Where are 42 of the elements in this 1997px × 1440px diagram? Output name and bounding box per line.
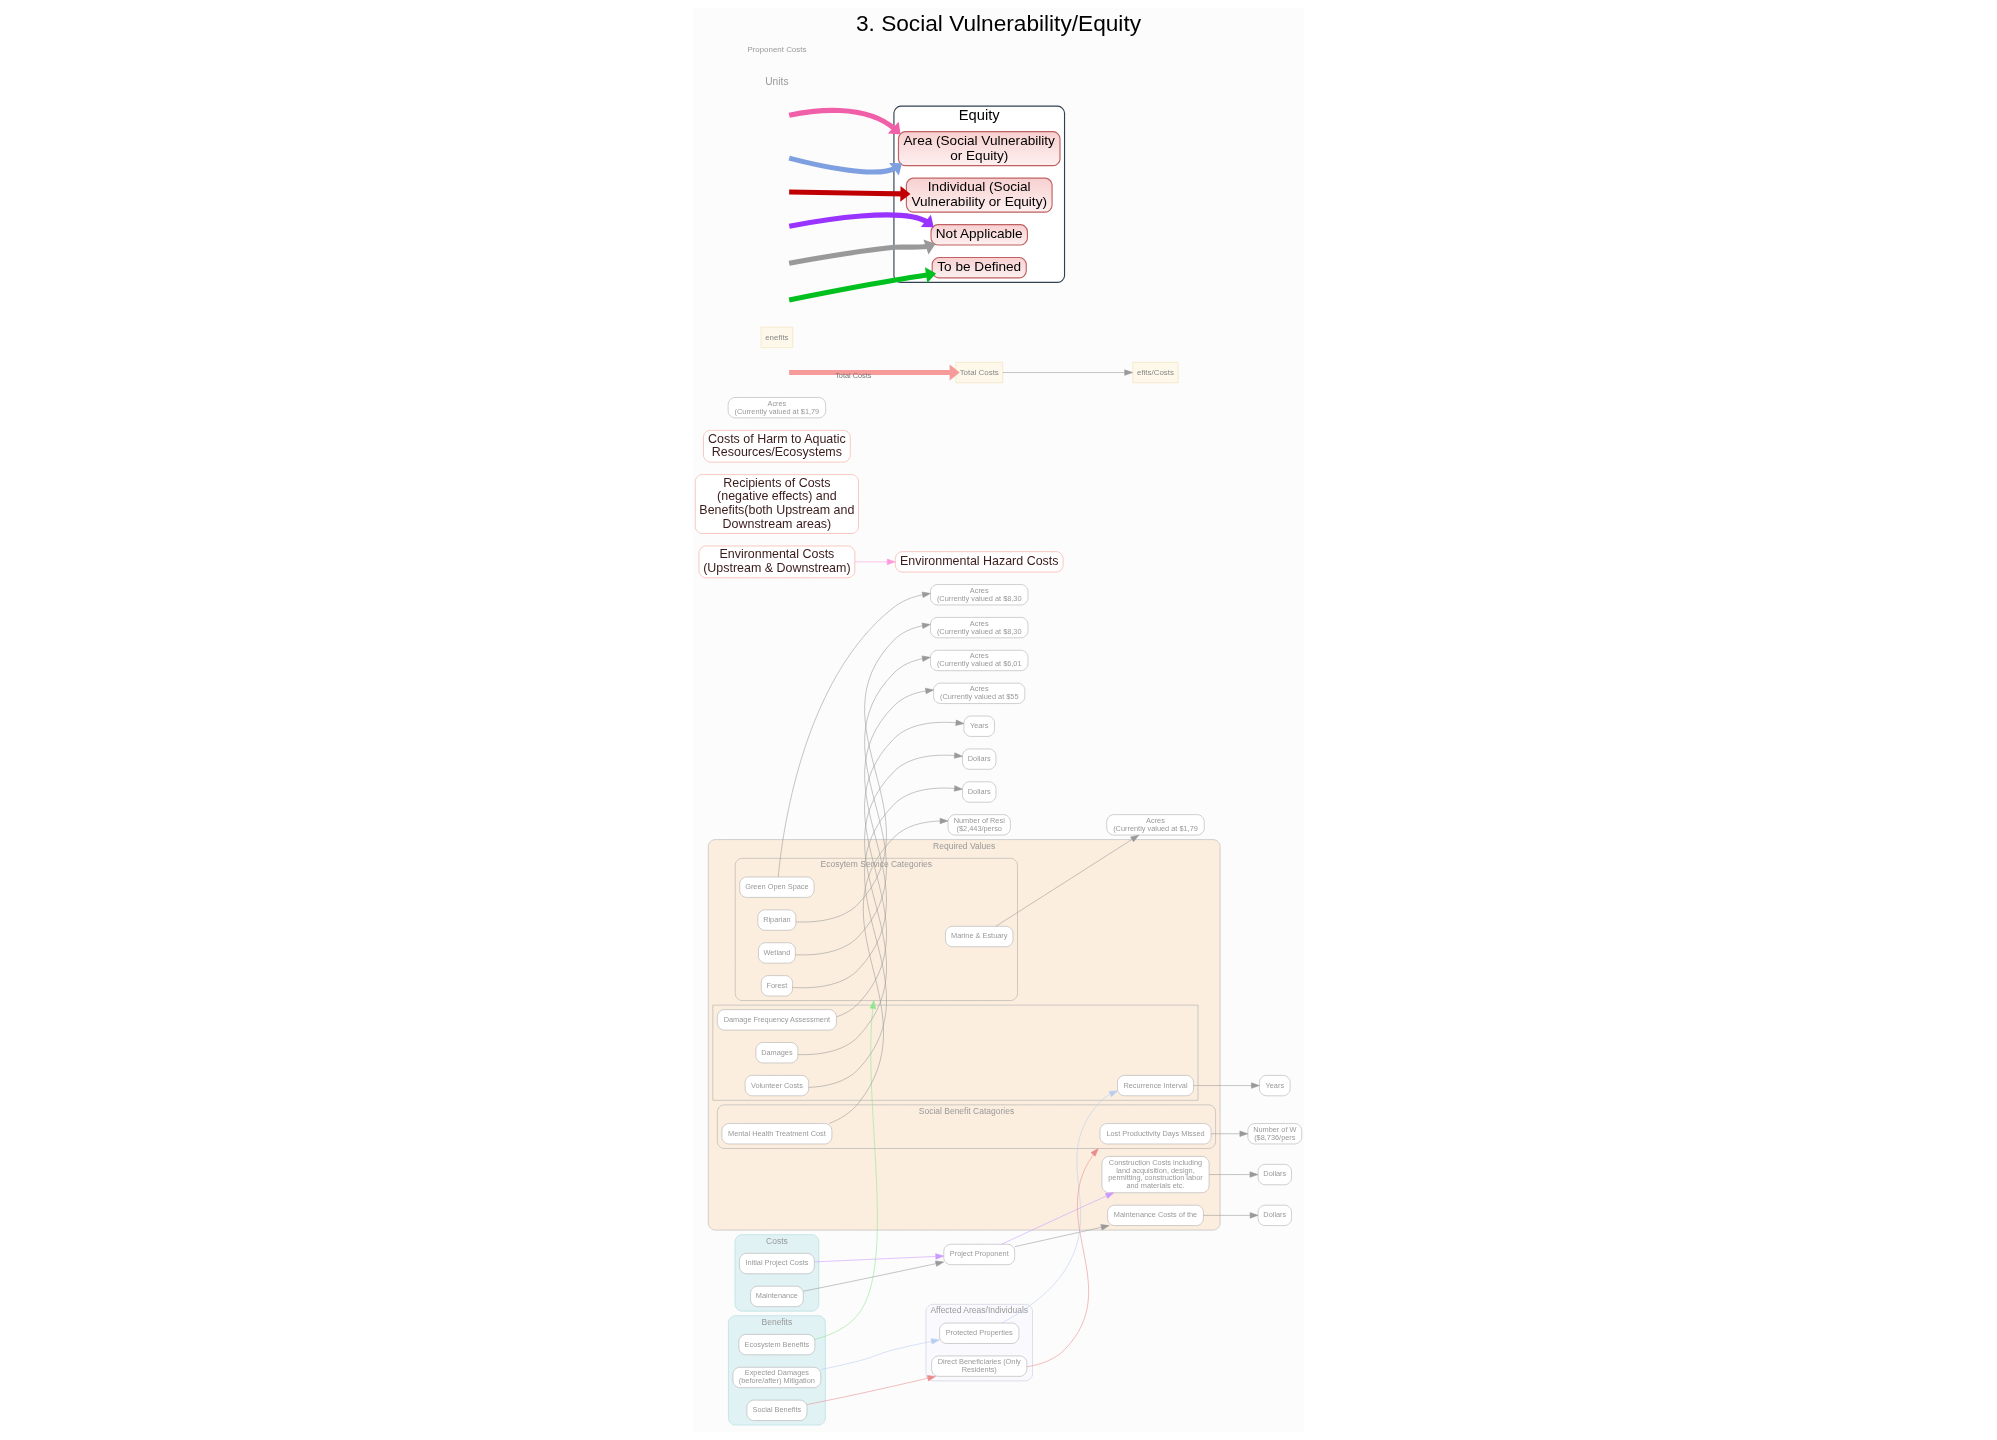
node-box: Individual (Social Vulnerability or Equity) <box>905 177 1053 213</box>
arrow <box>836 719 965 1018</box>
arrow <box>788 107 901 135</box>
arrow <box>1210 1130 1249 1137</box>
node-box: Not Applicable <box>930 224 1028 246</box>
node-box: Environmental Hazard Costs <box>895 551 1064 573</box>
arrow <box>814 1000 878 1340</box>
arrow <box>1203 1212 1259 1219</box>
diagram-title: 3. Social Vulnerability/Equity <box>855 9 1142 36</box>
arrow <box>806 1375 936 1405</box>
node-box: Area (Social Vulnerability or Equity) <box>897 131 1061 167</box>
arrow <box>995 834 1140 927</box>
arrow <box>1002 369 1133 376</box>
arrow <box>1014 1224 1110 1247</box>
cluster <box>712 1004 1199 1101</box>
label: Units <box>765 76 789 88</box>
arrow <box>788 212 934 229</box>
arrow <box>1001 1192 1115 1245</box>
arrow <box>1026 1148 1099 1368</box>
node-box: Costs of Harm to Aquatic Resources/Ecosystems <box>703 430 851 463</box>
arrow <box>795 622 931 923</box>
arrow <box>777 591 931 878</box>
arrow <box>1208 1171 1259 1178</box>
arrow <box>820 1338 940 1370</box>
node-box: To be Defined <box>931 256 1027 279</box>
arrow <box>789 364 960 381</box>
arrow <box>854 558 896 565</box>
arrow <box>1001 1090 1118 1324</box>
arrow <box>808 785 963 1088</box>
arrow <box>788 267 937 303</box>
arrow <box>792 687 934 989</box>
node-box: Environmental Costs (Upstream & Downstream) <box>698 545 856 579</box>
arrow <box>797 752 963 1055</box>
arrow <box>789 185 911 202</box>
arrow <box>803 1260 944 1292</box>
arrow <box>829 817 949 1124</box>
arrow <box>1193 1082 1260 1089</box>
arrow <box>788 239 936 266</box>
arrow <box>788 155 902 176</box>
arrow <box>814 1253 944 1263</box>
arrow <box>795 655 931 956</box>
node-box: Recipients of Costs (negative effects) and Benefits(both Upstream and Downstream areas) <box>695 474 859 534</box>
